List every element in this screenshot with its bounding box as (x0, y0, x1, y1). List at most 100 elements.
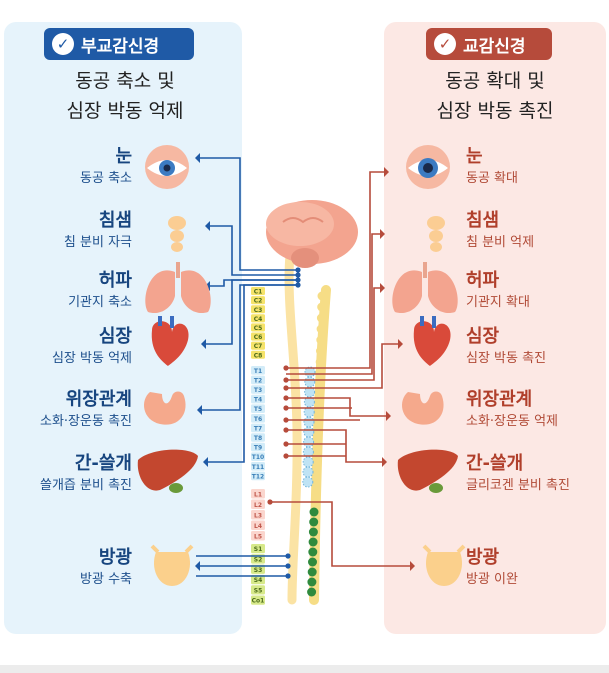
vertebra-label: T8 (254, 435, 262, 442)
sympathetic-badge: ✓ 교감신경 (426, 28, 552, 60)
vertebra-t10 (251, 452, 265, 461)
chain-ganglion (303, 426, 315, 438)
vertebra-label: C8 (254, 352, 263, 359)
arrow-icon (410, 561, 415, 571)
heart-icon (413, 316, 451, 366)
vertebra-label: C7 (254, 343, 263, 350)
vertebra-label: T11 (252, 464, 264, 471)
vertebra-l1 (251, 489, 265, 499)
organ-name: 간-쓸개 (466, 453, 524, 474)
nerve-origin-dot (283, 365, 289, 371)
vertebra-co1 (251, 595, 265, 605)
nerve-origin-dot (295, 272, 301, 278)
nerve-origin-dot (295, 267, 301, 273)
symp-organ-digestive: 위장관계 소화·장운동 억제 (466, 389, 558, 431)
chain-ganglion (303, 416, 315, 428)
summary-line: 동공 축소 및 (75, 70, 175, 92)
salivary-gland-icon (427, 216, 445, 252)
organ-name: 눈 (466, 146, 483, 167)
bottom-divider (0, 665, 609, 673)
badge-label: 교감신경 (463, 36, 526, 57)
check-icon: ✓ (434, 33, 456, 55)
vertebra-l4 (251, 520, 265, 530)
arrow-icon (195, 153, 200, 163)
vertebra-label: L1 (254, 491, 262, 498)
chain-ganglion (308, 537, 318, 547)
chain-ganglion (309, 517, 319, 527)
vertebra-label: L4 (254, 523, 262, 530)
nerve-origin-dot (285, 573, 291, 579)
liver-icon (137, 449, 198, 493)
chain-ganglion (309, 507, 319, 517)
symp-organ-eye: 눈 동공 확대 (466, 146, 518, 188)
arrow-icon (380, 229, 385, 239)
organ-name: 방광 (466, 547, 500, 568)
vertebra-t12 (251, 471, 265, 481)
symp-nerve-lungs (286, 287, 384, 381)
arrow-icon (398, 339, 403, 349)
chain-ganglion (317, 291, 327, 301)
nerve-origin-dot (283, 377, 289, 383)
symp-nerve-salivary (286, 233, 384, 375)
stomach-icon (144, 391, 186, 425)
chain-ganglion (307, 587, 317, 597)
vertebra-t6 (251, 414, 265, 423)
vertebra-s1 (251, 544, 265, 554)
vertebral-column: C1C2C3C4C5C6C7C8T1T2T3T4T5T6T7T8T9T10T11… (251, 287, 265, 605)
vertebra-c2 (251, 296, 265, 305)
nerve-origin-dot (283, 395, 289, 401)
vertebra-c7 (251, 341, 265, 350)
para-nerve-salivary (206, 225, 298, 276)
chain-ganglion (302, 446, 314, 458)
summary-line: 심장 박동 억제 (66, 100, 184, 122)
organ-effect: 심장 박동 촉진 (466, 351, 547, 366)
symp-nerve-digestive (286, 397, 390, 417)
summary-line: 동공 확대 및 (445, 70, 545, 92)
nerve-origin-dot (283, 427, 289, 433)
nerve-origin-dot (283, 417, 289, 423)
vertebra-t11 (251, 462, 265, 471)
symp-organ-bladder: 방광 방광 이완 (466, 547, 518, 589)
vertebra-label: T7 (254, 425, 262, 432)
arrow-icon (380, 283, 385, 293)
para-organ-digestive: 위장관계 소화·장운동 촉진 (40, 389, 132, 431)
organ-effect: 소화·장운동 억제 (466, 414, 558, 429)
organ-effect: 동공 축소 (80, 171, 132, 186)
arrow-icon (203, 457, 208, 467)
arrow-icon (195, 561, 200, 571)
nerve-origin-dot (285, 553, 291, 559)
chain-ganglion (316, 313, 326, 323)
vertebra-label: T5 (254, 406, 262, 413)
organ-name: 눈 (115, 146, 132, 167)
chain-ganglion (307, 567, 317, 577)
parasympathetic-summary: 동공 축소 및 심장 박동 억제 (40, 66, 210, 126)
organ-name: 위장관계 (65, 389, 132, 410)
vertebra-l3 (251, 510, 265, 520)
vertebra-label: L5 (254, 533, 262, 540)
para-nerve-liver (204, 284, 298, 463)
vertebra-c6 (251, 332, 265, 341)
chain-ganglion (303, 406, 315, 418)
organ-name: 방광 (98, 547, 132, 568)
arrow-icon (201, 339, 206, 349)
nerve-origin-dot (283, 385, 289, 391)
vertebra-t9 (251, 442, 265, 452)
bladder-icon (422, 544, 466, 586)
vertebra-t3 (251, 385, 265, 394)
chain-ganglion (317, 302, 327, 312)
chain-ganglion (307, 577, 317, 587)
vertebra-s5 (251, 585, 265, 595)
chain-ganglion (303, 396, 315, 408)
para-organ-bladder: 방광 방광 수축 (80, 547, 132, 589)
nerve-pathways (195, 153, 415, 579)
chain-ganglion (302, 476, 314, 488)
organ-name: 간-쓸개 (74, 453, 132, 474)
eye-icon (406, 145, 450, 189)
organ-effect: 침 분비 억제 (466, 235, 535, 250)
nerve-origin-dot (267, 499, 273, 505)
para-organ-heart: 심장 심장 박동 억제 (52, 326, 132, 368)
vertebra-c8 (251, 350, 265, 359)
arrow-icon (386, 411, 391, 421)
liver-icon (397, 449, 458, 493)
